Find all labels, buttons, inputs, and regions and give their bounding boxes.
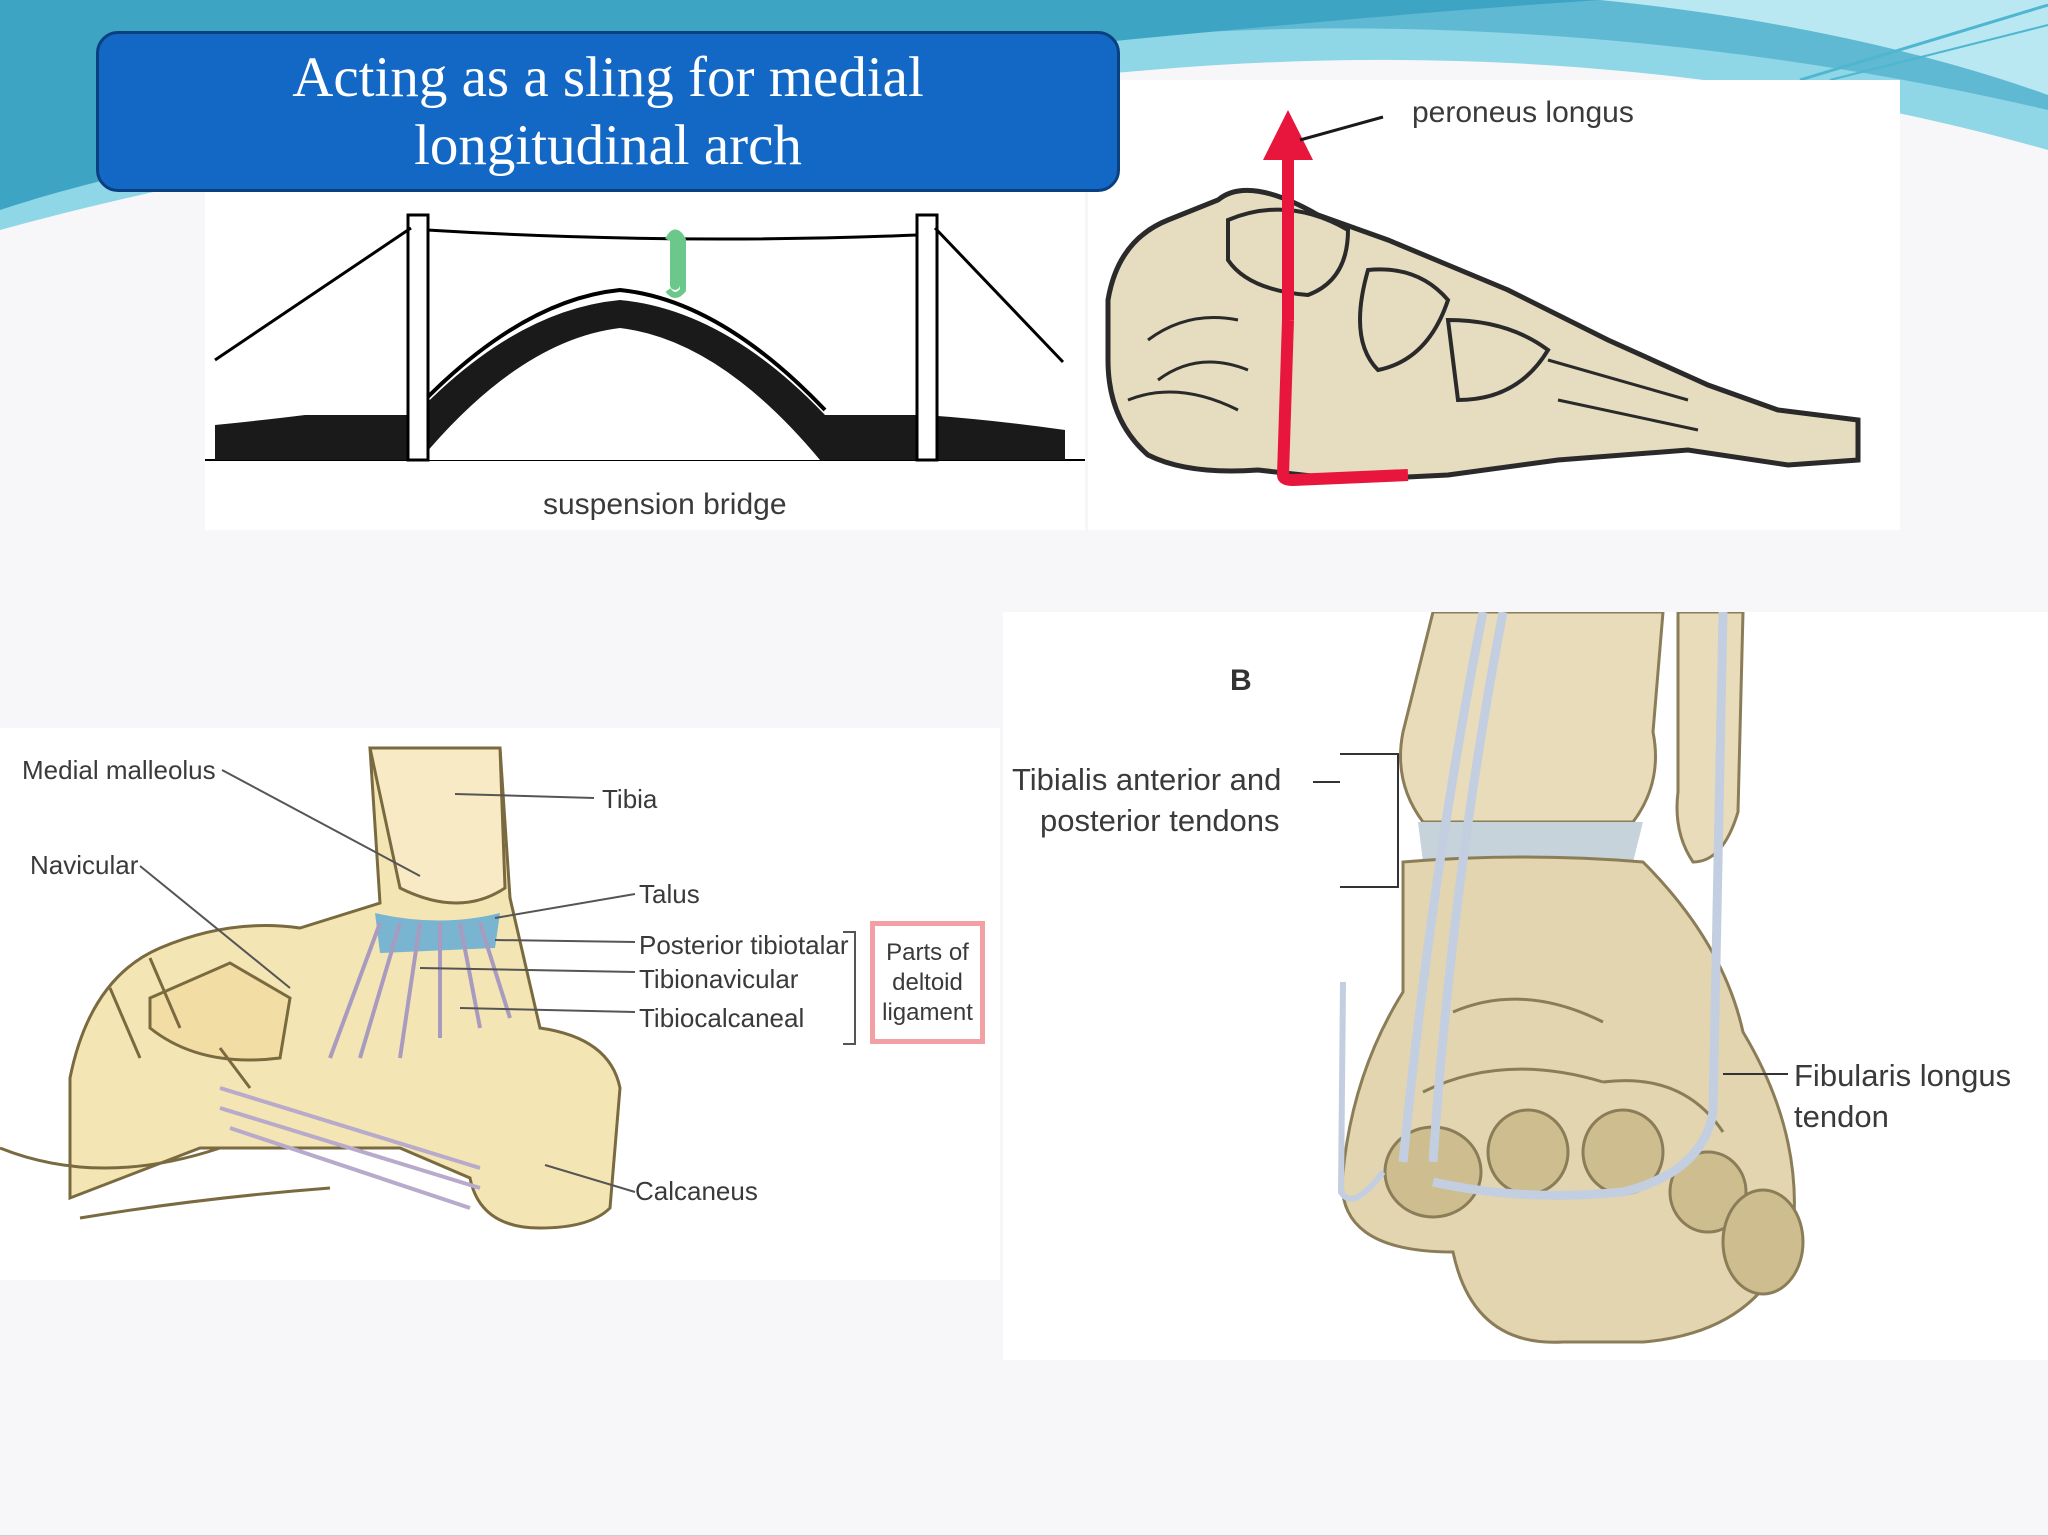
foot-tendons-illustration — [1003, 612, 1805, 1344]
deltoid-line2: deltoid — [892, 968, 963, 996]
bridge-caption: suspension bridge — [543, 488, 787, 521]
ankle-ligament-illustration — [0, 746, 856, 1230]
fibularis-label-line1: Fibularis longus — [1794, 1058, 2012, 1093]
tibialis-label-line1: Tibialis anterior and — [1012, 762, 1282, 797]
navicular-label: Navicular — [30, 850, 139, 880]
calcaneus-label: Calcaneus — [635, 1176, 758, 1206]
posterior-tibiotalar-label: Posterior tibiotalar — [639, 930, 849, 960]
panel-b-letter: B — [1230, 664, 1252, 697]
foot-skeleton-illustration — [1105, 110, 1861, 486]
medial-malleolus-label: Medial malleolus — [22, 755, 216, 785]
slide-title: Acting as a sling for medial longitudina… — [96, 31, 1120, 192]
tibiocalcaneal-label: Tibiocalcaneal — [639, 1003, 805, 1033]
deltoid-ligament-box: Parts of deltoid ligament — [870, 921, 985, 1044]
deltoid-line3: ligament — [882, 998, 973, 1026]
tibionavicular-label: Tibionavicular — [639, 964, 799, 994]
tibia-label: Tibia — [602, 784, 658, 814]
tibialis-label-line2: posterior tendons — [1040, 803, 1280, 838]
slide-title-line2: longitudinal arch — [414, 113, 802, 177]
suspension-bridge-illustration — [205, 213, 1085, 462]
slide-title-line1: Acting as a sling for medial — [292, 45, 924, 109]
fibularis-label-line2: tendon — [1794, 1099, 1889, 1134]
talus-label: Talus — [639, 879, 700, 909]
deltoid-line1: Parts of — [886, 938, 969, 966]
peroneus-longus-label: peroneus longus — [1412, 96, 1634, 129]
